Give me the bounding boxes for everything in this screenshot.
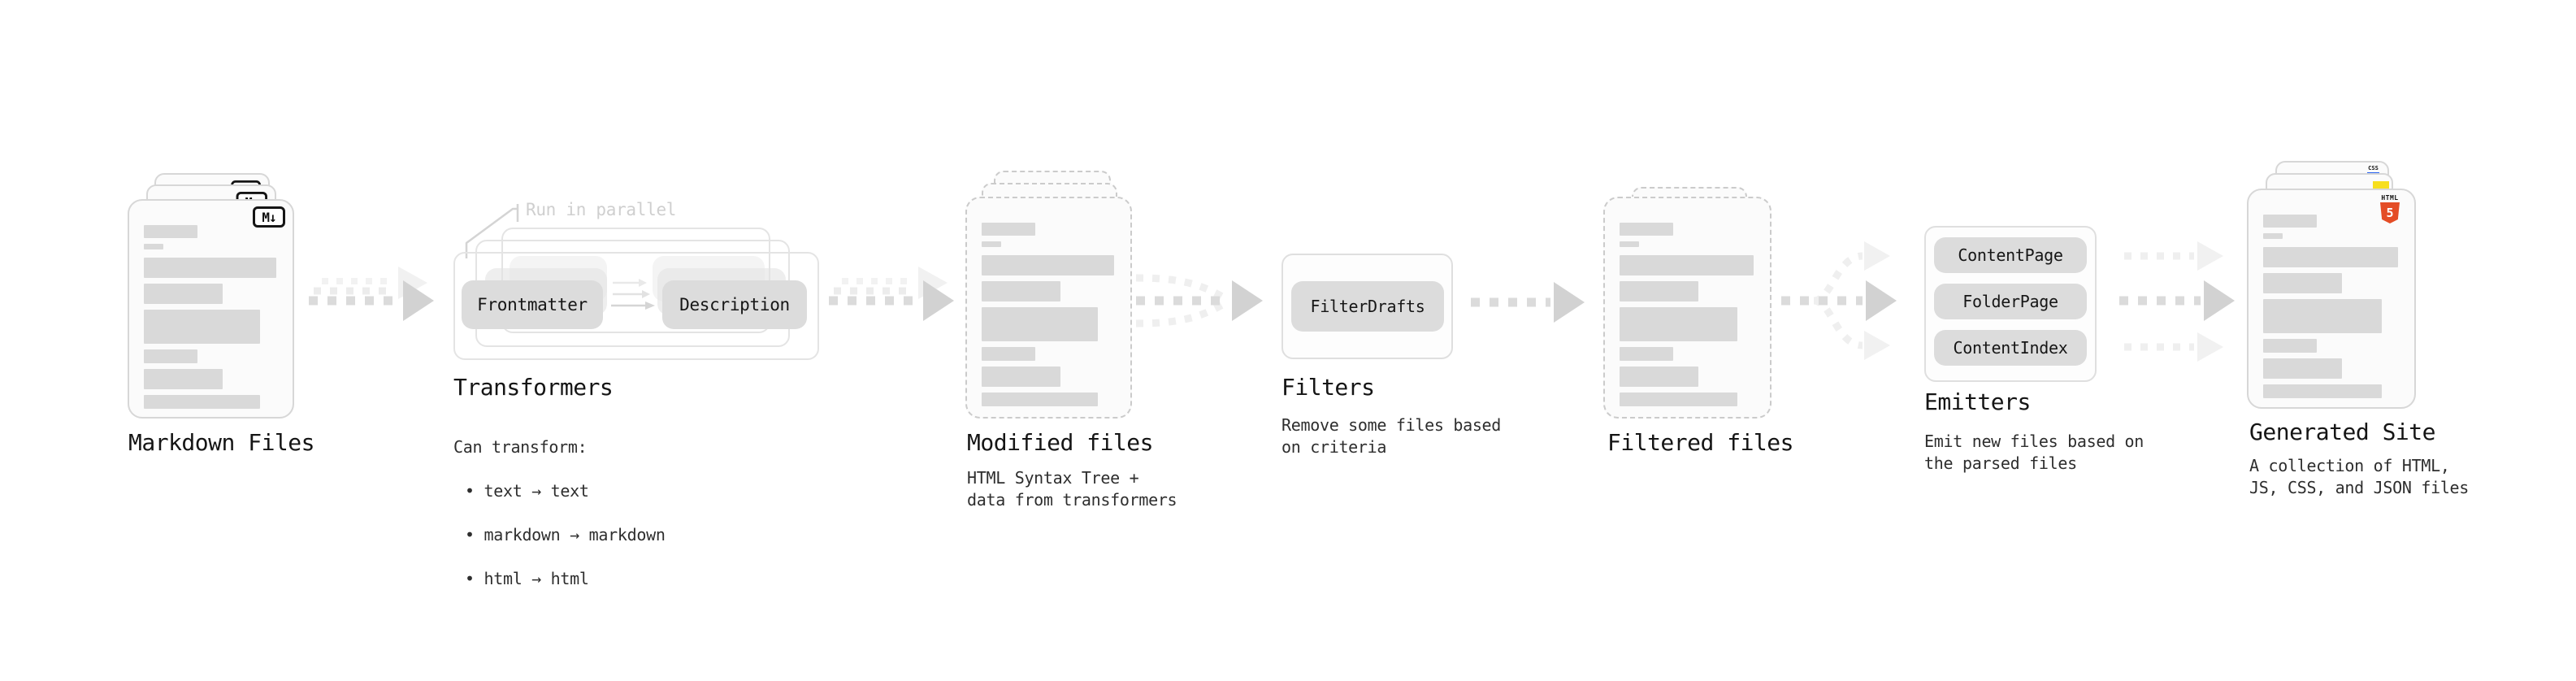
html5-icon-numeral: 5 bbox=[2386, 206, 2394, 220]
placeholder-line bbox=[1620, 393, 1738, 406]
transformers-caption: Can transform: • text → text • markdown … bbox=[453, 414, 666, 612]
document-card: M↓ bbox=[128, 199, 294, 419]
placeholder-lines bbox=[144, 225, 276, 414]
placeholder-line bbox=[1620, 241, 1639, 247]
run-in-parallel-note: Run in parallel bbox=[526, 200, 677, 219]
flow-arrows-emitters-to-generated bbox=[2119, 241, 2235, 362]
placeholder-lines bbox=[1620, 223, 1754, 412]
placeholder-line bbox=[2263, 358, 2342, 379]
placeholder-line bbox=[1620, 347, 1673, 361]
flow-arrow-filters-to-filtered bbox=[1471, 282, 1585, 323]
markdown-icon: M↓ bbox=[253, 206, 285, 228]
placeholder-line bbox=[144, 395, 261, 409]
emitter-folder-page-pill: FolderPage bbox=[1934, 284, 2087, 319]
placeholder-line bbox=[982, 281, 1060, 301]
transformer-inner-arrows bbox=[611, 279, 655, 310]
placeholder-line bbox=[982, 241, 1001, 247]
filter-drafts-pill: FilterDrafts bbox=[1291, 281, 1444, 332]
stage-title-filters: Filters bbox=[1281, 374, 1375, 401]
placeholder-line bbox=[1620, 223, 1673, 236]
filters-caption: Remove some files based on criteria bbox=[1281, 415, 1502, 457]
placeholder-line bbox=[982, 255, 1114, 275]
placeholder-line bbox=[1620, 367, 1698, 387]
emitter-content-index-pill: ContentIndex bbox=[1934, 330, 2087, 366]
emitter-content-page-label: ContentPage bbox=[1958, 245, 2063, 265]
placeholder-line bbox=[2263, 273, 2342, 293]
html5-icon-shield: 5 bbox=[2380, 202, 2400, 223]
placeholder-line bbox=[2263, 339, 2317, 353]
emitter-content-page-pill: ContentPage bbox=[1934, 237, 2087, 273]
placeholder-line bbox=[144, 310, 261, 344]
placeholder-line bbox=[2263, 247, 2398, 267]
document-card bbox=[1603, 197, 1772, 419]
stage-title-filtered-files: Filtered files bbox=[1607, 429, 1794, 456]
transformer-frontmatter-pill: Frontmatter bbox=[462, 280, 603, 329]
placeholder-line bbox=[982, 393, 1099, 406]
placeholder-line bbox=[1620, 255, 1754, 275]
placeholder-line bbox=[1620, 281, 1698, 301]
placeholder-line bbox=[144, 225, 197, 238]
placeholder-line bbox=[982, 307, 1099, 341]
transformer-description-pill: Description bbox=[662, 280, 807, 329]
html5-icon: HTML 5 bbox=[2378, 194, 2402, 223]
run-in-parallel-callout-line bbox=[465, 204, 519, 258]
transformers-bullet: • text → text bbox=[465, 481, 589, 501]
emitter-content-index-label: ContentIndex bbox=[1953, 338, 2068, 358]
merge-arrow-modified-to-filters bbox=[1135, 274, 1263, 327]
placeholder-line bbox=[144, 258, 276, 278]
stage-title-emitters: Emitters bbox=[1924, 388, 2031, 415]
document-card: HTML 5 bbox=[2247, 189, 2416, 409]
html5-icon-label: HTML bbox=[2381, 194, 2399, 202]
filter-drafts-label: FilterDrafts bbox=[1310, 297, 1425, 316]
transformers-bullet: • markdown → markdown bbox=[465, 525, 666, 544]
placeholder-lines bbox=[982, 223, 1114, 412]
transformers-bullet: • html → html bbox=[465, 569, 589, 588]
placeholder-line bbox=[2263, 215, 2317, 228]
flow-arrow-transformers-to-modified bbox=[829, 267, 954, 321]
placeholder-line bbox=[2263, 384, 2383, 398]
stage-title-generated-site: Generated Site bbox=[2249, 419, 2436, 445]
stage-title-markdown-files: Markdown Files bbox=[128, 429, 315, 456]
markdown-icon-glyph: M↓ bbox=[262, 209, 276, 225]
placeholder-line bbox=[144, 369, 223, 389]
transformer-frame-front bbox=[453, 252, 819, 360]
modified-files-caption: HTML Syntax Tree + data from transformer… bbox=[967, 468, 1177, 510]
transformers-caption-line: Can transform: bbox=[453, 437, 588, 457]
placeholder-lines bbox=[2263, 215, 2398, 404]
placeholder-line bbox=[2263, 233, 2283, 239]
generated-site-caption: A collection of HTML, JS, CSS, and JSON … bbox=[2249, 456, 2470, 497]
split-arrow-filtered-to-emitters bbox=[1781, 241, 1897, 360]
js-icon bbox=[2373, 181, 2389, 190]
placeholder-line bbox=[982, 367, 1060, 387]
stage-title-transformers: Transformers bbox=[453, 374, 614, 401]
stage-title-modified-files: Modified files bbox=[967, 429, 1154, 456]
flow-arrow-markdown-to-transformers bbox=[309, 267, 434, 321]
css-icon-label: CSS bbox=[2368, 165, 2379, 171]
document-card bbox=[965, 197, 1132, 419]
emitters-caption: Emit new files based on the parsed files bbox=[1924, 432, 2144, 473]
placeholder-line bbox=[144, 349, 197, 363]
placeholder-line bbox=[982, 347, 1035, 361]
transformer-description-label: Description bbox=[679, 295, 790, 314]
placeholder-line bbox=[1620, 307, 1738, 341]
placeholder-line bbox=[982, 223, 1035, 236]
placeholder-line bbox=[144, 284, 223, 304]
transformer-frontmatter-label: Frontmatter bbox=[477, 295, 588, 314]
placeholder-line bbox=[144, 244, 163, 249]
emitter-folder-page-label: FolderPage bbox=[1962, 292, 2058, 311]
placeholder-line bbox=[2263, 299, 2383, 333]
